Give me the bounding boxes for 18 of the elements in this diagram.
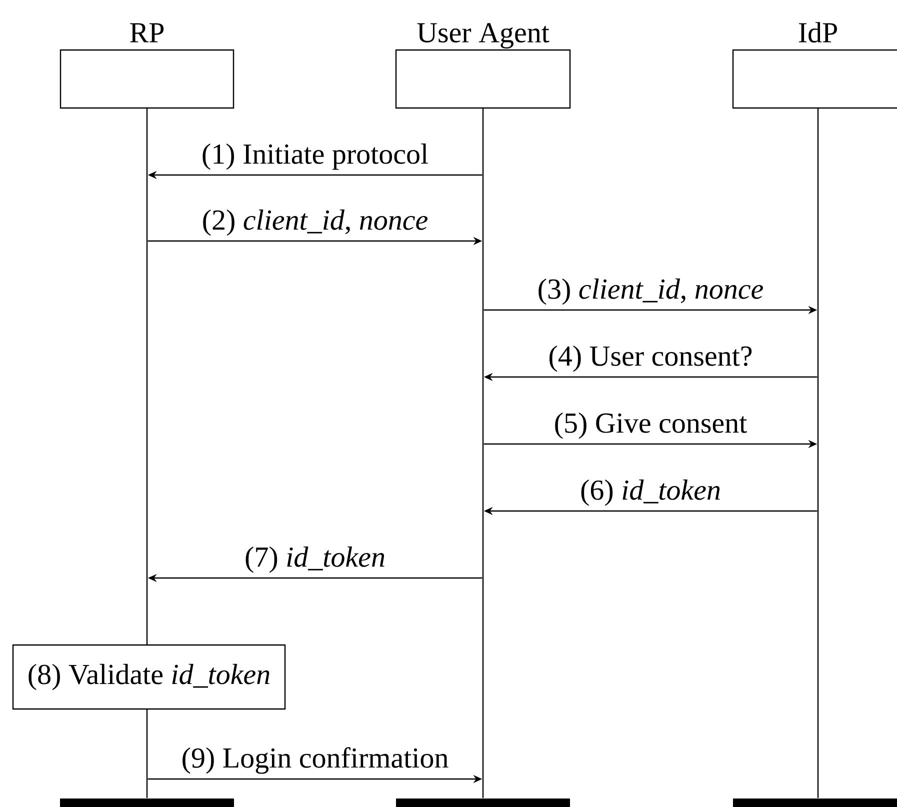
- node-label: RP: [130, 23, 164, 42]
- lifeline-end-bar: [733, 798, 897, 807]
- message-label: (6) id_token: [581, 480, 720, 506]
- participant-box: User Agent: [395, 23, 571, 109]
- message-label: (5) Give consent: [555, 412, 747, 439]
- message-label: (3) client_id, nonce: [538, 278, 763, 305]
- message-label: (9) Login confirmation: [182, 747, 448, 774]
- message-label: (7) id_token: [246, 546, 384, 573]
- lifeline-end-bar: [60, 798, 234, 807]
- node-label: User Agent: [417, 23, 550, 48]
- message-label: (1) Initiate protocol: [202, 144, 428, 170]
- participant-box: IdP: [732, 22, 897, 109]
- message-label: (2) client_id, nonce: [203, 210, 428, 236]
- participant-box: RP: [60, 23, 234, 109]
- node-label: IdP: [798, 22, 837, 42]
- process-box: (8) Validate id_token: [12, 644, 286, 710]
- lifeline-end-bar: [396, 798, 570, 807]
- message-label: (4) User consent?: [550, 346, 752, 372]
